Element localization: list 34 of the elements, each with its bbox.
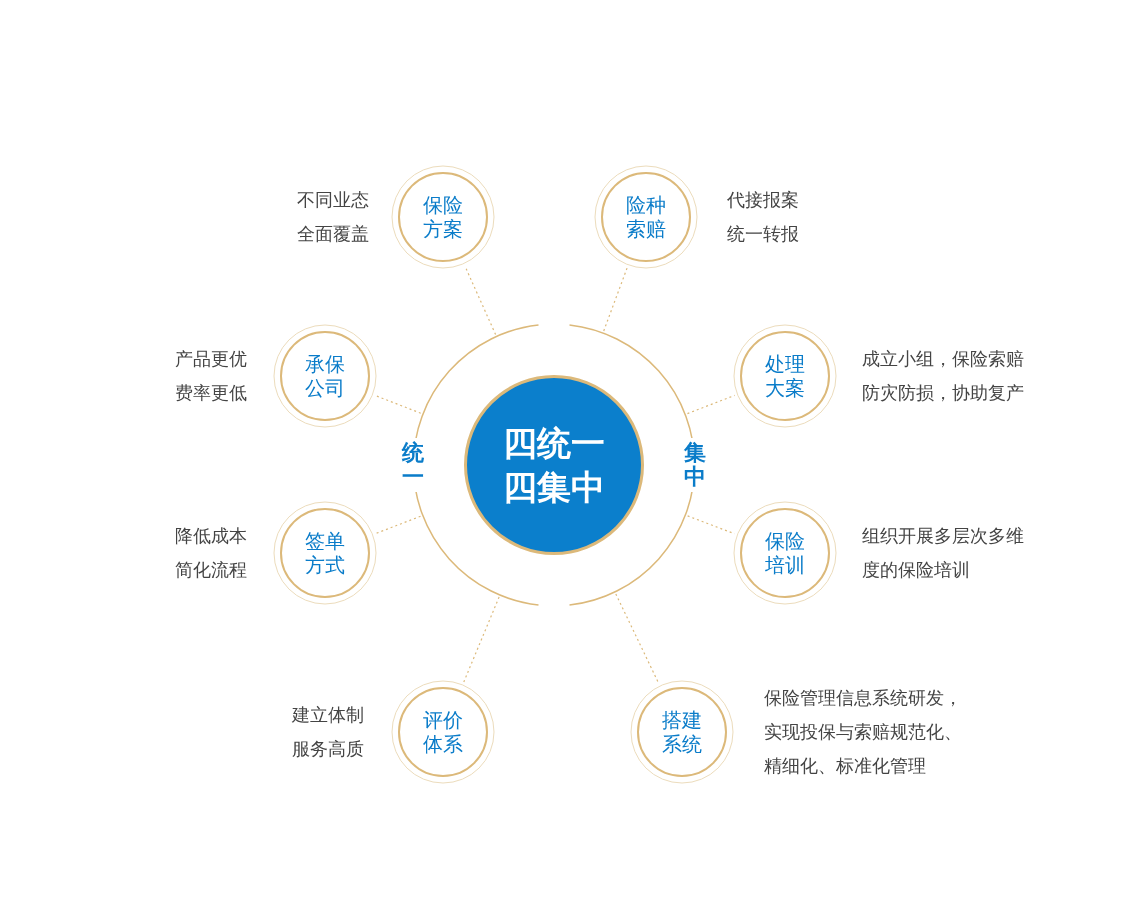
double-circle-badge	[733, 501, 837, 605]
description-text: 不同业态全面覆盖	[297, 188, 370, 246]
double-circle-badge	[273, 324, 377, 428]
connector-line	[463, 596, 500, 683]
description-text: 成立小组，保险索赔防灾防损，协助复产	[862, 347, 1025, 405]
badge-label: 搭建系统	[661, 708, 703, 756]
connector-line	[374, 515, 422, 535]
connector-line	[687, 515, 736, 535]
double-circle-badge	[273, 501, 377, 605]
description-text: 建立体制服务高质	[292, 703, 365, 761]
badge-label: 保险培训	[764, 529, 806, 577]
double-circle-badge	[630, 680, 734, 784]
connector-line	[615, 593, 660, 684]
description-text: 代接报案统一转报	[727, 188, 800, 246]
connector-line	[374, 394, 422, 414]
connector-line	[603, 267, 628, 332]
description-text: 组织开展多层次多维度的保险培训	[862, 524, 1025, 582]
badge-label: 险种索赔	[625, 193, 667, 241]
description-text: 产品更优费率更低	[175, 347, 248, 405]
connector-line	[686, 394, 736, 415]
badge-label: 保险方案	[422, 193, 464, 241]
badge-label: 评价体系	[422, 708, 464, 756]
ring-label: 统一	[401, 438, 425, 492]
badge-label: 处理大案	[764, 352, 806, 400]
double-circle-badge	[391, 165, 495, 269]
ring-label: 集中	[683, 438, 707, 492]
badge-label: 承保公司	[304, 352, 346, 400]
double-circle-badge	[391, 680, 495, 784]
description-text: 降低成本简化流程	[175, 524, 248, 582]
center-title: 四统一四集中	[502, 422, 606, 509]
double-circle-badge	[594, 165, 698, 269]
description-text: 保险管理信息系统研发，实现投保与索赔规范化、精细化、标准化管理	[764, 686, 963, 778]
badge-label: 签单方式	[304, 529, 346, 577]
double-circle-badge	[733, 324, 837, 428]
